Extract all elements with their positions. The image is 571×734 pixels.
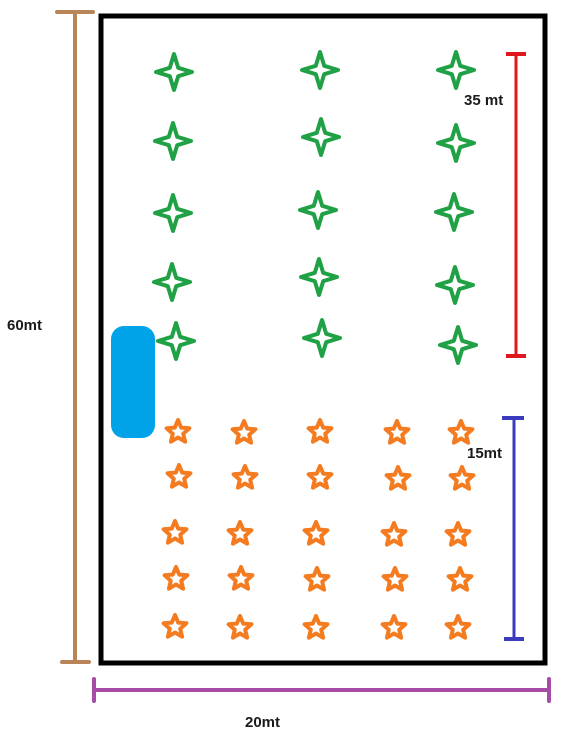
orange-plant-icon bbox=[447, 419, 475, 445]
green-plant-icon bbox=[156, 321, 196, 361]
green-plant-icon bbox=[300, 50, 340, 90]
green-plant-icon bbox=[301, 117, 341, 157]
height-dimension-label: 60mt bbox=[7, 317, 42, 334]
upper-section-dimension: 35 mt bbox=[464, 52, 526, 358]
lower-section-dimension: 15mt bbox=[467, 416, 524, 641]
orange-plant-icon bbox=[306, 418, 334, 444]
green-plant-icon bbox=[299, 257, 339, 297]
width-dimension: 20mt bbox=[92, 677, 551, 731]
orange-plant-icon bbox=[226, 520, 254, 546]
green-plant-icon bbox=[153, 121, 193, 161]
orange-plant-icon bbox=[383, 419, 411, 445]
orange-plant-icon bbox=[226, 614, 254, 640]
orange-plant-icon bbox=[446, 566, 474, 592]
orange-plant-icon bbox=[384, 465, 412, 491]
orange-plant-icon bbox=[381, 566, 409, 592]
green-plant-icon bbox=[434, 192, 474, 232]
lower-section-dimension-label: 15mt bbox=[467, 445, 502, 462]
orange-plant-icon bbox=[302, 520, 330, 546]
orange-plant-grid bbox=[161, 418, 476, 640]
orange-plant-icon bbox=[302, 614, 330, 640]
orange-plant-icon bbox=[161, 613, 189, 639]
orange-plant-icon bbox=[444, 614, 472, 640]
orange-plant-icon bbox=[380, 521, 408, 547]
orange-plant-icon bbox=[161, 519, 189, 545]
height-dimension: 60mt bbox=[7, 10, 95, 664]
orange-plant-icon bbox=[165, 463, 193, 489]
green-plant-icon bbox=[435, 265, 475, 305]
orange-plant-icon bbox=[162, 565, 190, 591]
orange-plant-icon bbox=[306, 464, 334, 490]
green-plant-icon bbox=[154, 52, 194, 92]
orange-plant-icon bbox=[444, 521, 472, 547]
green-plant-icon bbox=[153, 193, 193, 233]
green-plant-icon bbox=[302, 318, 342, 358]
orange-plant-icon bbox=[227, 565, 255, 591]
green-plant-icon bbox=[152, 262, 192, 302]
orange-plant-icon bbox=[231, 464, 259, 490]
green-plant-icon bbox=[436, 123, 476, 163]
green-plant-icon bbox=[438, 325, 478, 365]
green-plant-grid bbox=[152, 50, 478, 365]
orange-plant-icon bbox=[448, 465, 476, 491]
blue-object bbox=[111, 326, 155, 438]
garden-boundary bbox=[98, 13, 548, 666]
orange-plant-icon bbox=[380, 614, 408, 640]
upper-section-dimension-label: 35 mt bbox=[464, 92, 503, 109]
green-plant-icon bbox=[298, 190, 338, 230]
orange-plant-icon bbox=[164, 418, 192, 444]
green-plant-icon bbox=[436, 50, 476, 90]
orange-plant-icon bbox=[303, 566, 331, 592]
orange-plant-icon bbox=[230, 419, 258, 445]
width-dimension-label: 20mt bbox=[245, 714, 280, 731]
